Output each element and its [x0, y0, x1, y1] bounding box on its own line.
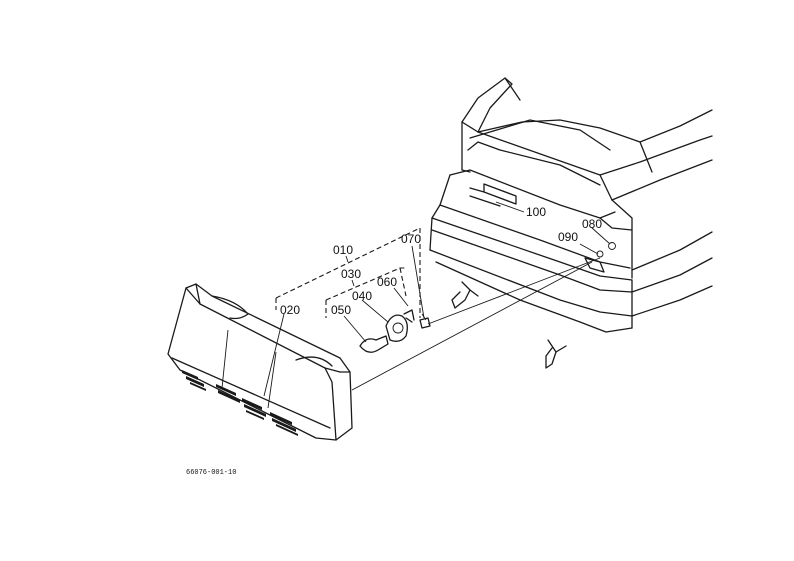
assembly-brackets: [275, 227, 421, 318]
callout-100: 100: [526, 205, 546, 219]
tractor-front-body: [429, 77, 713, 369]
headlamp-housing: [167, 283, 353, 441]
callout-020: 020: [280, 303, 300, 317]
callout-050: 050: [331, 303, 351, 317]
callout-070: 070: [401, 232, 421, 246]
callout-010: 010: [333, 243, 353, 257]
diagram-reference-code: 66076-001-10: [186, 469, 236, 477]
callout-080: 080: [582, 217, 602, 231]
callout-030: 030: [341, 267, 361, 281]
callout-labels: 010 020 030 040 050 060 070 080 090 100: [280, 205, 602, 317]
callout-090: 090: [558, 230, 578, 244]
leader-lines: [263, 201, 611, 397]
bulb-socket-parts: [359, 309, 431, 353]
callout-060: 060: [377, 275, 397, 289]
callout-040: 040: [352, 289, 372, 303]
